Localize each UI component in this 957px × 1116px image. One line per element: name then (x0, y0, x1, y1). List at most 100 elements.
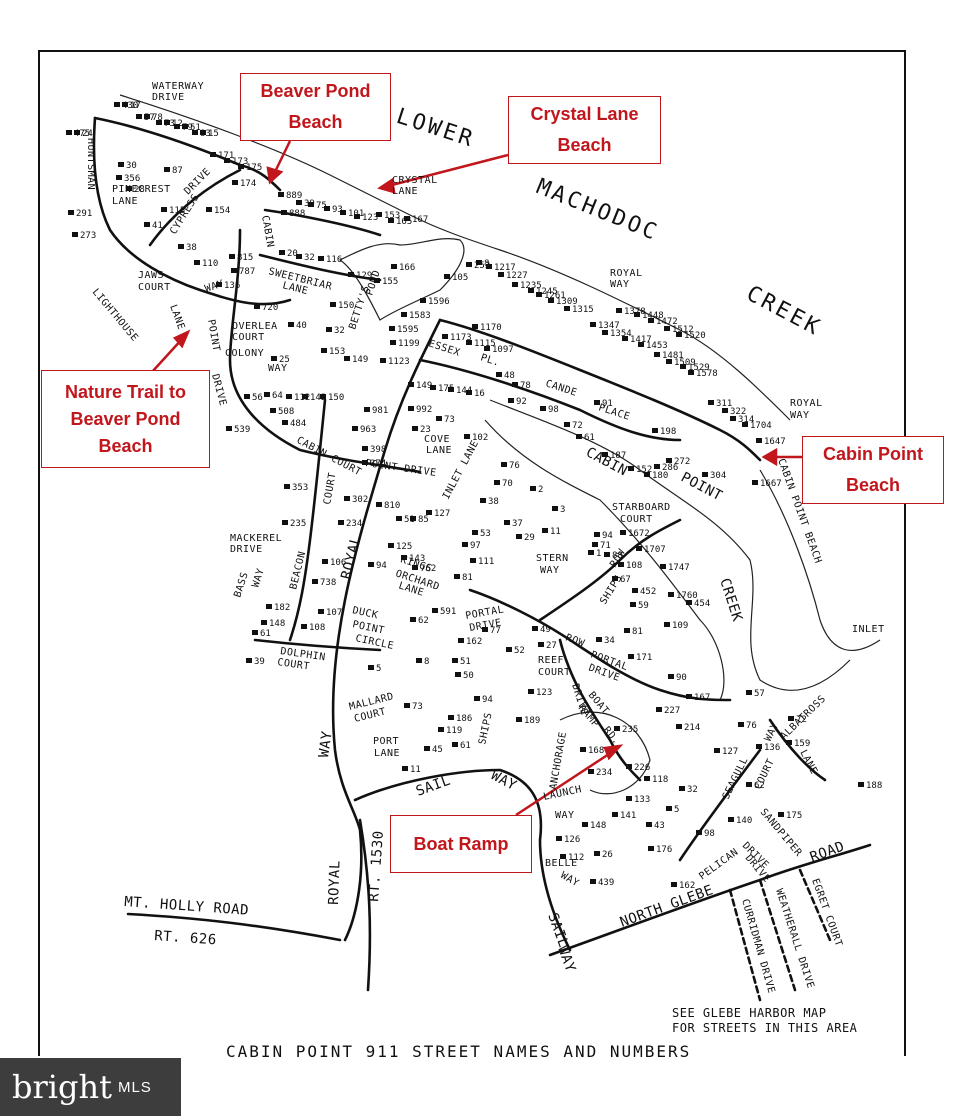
street-crystal-2: LANE (392, 186, 418, 197)
street-north-glebe: NORTH GLEBE (618, 882, 716, 931)
house-number: 591 (440, 607, 456, 617)
house-lot: 322 (722, 407, 746, 417)
house-number: 76 (746, 721, 757, 731)
house-number: 45 (432, 745, 443, 755)
house-lot: 1583 (401, 311, 431, 321)
house-lot-marker (576, 434, 582, 439)
house-lot: 34 (596, 636, 615, 646)
house-number: 61 (260, 629, 271, 639)
house-number: 180 (652, 471, 668, 481)
street-reef: REEF (538, 655, 564, 666)
house-lot: 430 (114, 101, 138, 111)
street-drive-1: DRIVE (182, 166, 213, 197)
house-lot-marker (286, 394, 292, 399)
house-lot: 142 (302, 393, 326, 403)
house-number: 20 (287, 249, 298, 259)
house-number: 97 (470, 541, 481, 551)
street-jaws: JAWS (138, 270, 164, 281)
house-number: 59 (638, 601, 649, 611)
house-lot-marker (118, 162, 124, 167)
house-lot-marker (594, 851, 600, 856)
house-number: 1595 (397, 325, 419, 335)
house-lot: 17 (122, 101, 141, 111)
house-lot-marker (638, 342, 644, 347)
house-lot: 1245 (528, 287, 558, 297)
house-number: 439 (598, 878, 614, 888)
house-lot: 72 (564, 421, 583, 431)
house-number-layer: 4304755773798330356288729127317117317517… (66, 101, 882, 891)
house-lot-marker (282, 520, 288, 525)
house-lot: 168 (580, 746, 604, 756)
house-number: 78 (152, 113, 163, 123)
house-number: 302 (352, 495, 368, 505)
house-lot-marker (652, 428, 658, 433)
street-colony: COLONY (225, 348, 264, 359)
house-lot-marker (472, 530, 478, 535)
house-lot-marker (664, 326, 670, 331)
house-number: 32 (687, 785, 698, 795)
house-lot-marker (232, 180, 238, 185)
house-lot: 136 (216, 281, 240, 291)
callout-nature-trail-line3: Beach (98, 435, 153, 456)
house-lot: 186 (448, 714, 472, 724)
house-lot-marker (738, 722, 744, 727)
house-lot-marker (634, 312, 640, 317)
house-lot-marker (318, 609, 324, 614)
house-lot: 888 (281, 209, 305, 219)
house-number: 273 (80, 231, 96, 241)
house-lot-marker (676, 724, 682, 729)
house-lot-marker (548, 298, 554, 303)
house-lot-marker (512, 382, 518, 387)
house-lot: 454 (686, 599, 710, 609)
callout-boat-ramp: Boat Ramp (390, 815, 532, 873)
callout-nature-trail-line1: Nature Trail to (64, 381, 187, 402)
dolphin-court (253, 638, 382, 652)
house-number: 17 (130, 101, 141, 111)
waterway-drive (93, 116, 282, 192)
house-lot-marker (594, 532, 600, 537)
house-lot-marker (380, 358, 386, 363)
house-number: 171 (636, 653, 652, 663)
house-lot: 61 (452, 741, 471, 751)
house-number: 149 (352, 355, 368, 365)
house-number: 1647 (764, 437, 786, 447)
house-lot-marker (582, 822, 588, 827)
house-lot: 29 (516, 533, 535, 543)
house-lot-marker (444, 274, 450, 279)
bright-mls-logo: bright MLS (0, 1058, 181, 1116)
house-lot: 72 (788, 715, 807, 725)
house-lot-marker (438, 727, 444, 732)
house-number: 1115 (474, 339, 496, 349)
house-lot: 70 (494, 479, 513, 489)
house-lot-marker (742, 422, 748, 427)
house-number: 94 (482, 695, 493, 705)
house-lot-marker (676, 332, 682, 337)
house-lot: 1115 (466, 339, 496, 349)
house-lot: 1647 (756, 437, 786, 447)
house-number: 171 (218, 151, 234, 161)
house-lot-marker (604, 552, 610, 557)
house-number: 51 (190, 123, 201, 133)
street-way-1: WAY (204, 278, 226, 295)
house-lot-marker (216, 282, 222, 287)
house-number: 110 (202, 259, 218, 269)
cabin-sweetbriar (258, 208, 382, 282)
see-note-line2: FOR STREETS IN THIS AREA (672, 1021, 858, 1035)
house-number: 356 (124, 174, 140, 184)
house-lot: 148 (261, 619, 285, 629)
house-lot: 226 (626, 763, 650, 773)
house-number: 353 (292, 483, 308, 493)
house-lot-marker (412, 426, 418, 431)
house-lot: 50 (455, 671, 474, 681)
house-lot: 149 (408, 381, 432, 391)
street-lighthouse: LIGHTHOUSE (90, 287, 140, 344)
house-number: 889 (286, 191, 302, 201)
house-lot-marker (536, 292, 542, 297)
house-lot-marker (404, 216, 410, 221)
callout-cabin-point: Cabin Point Beach (802, 436, 944, 504)
house-lot: 108 (618, 561, 642, 571)
house-lot-marker (612, 812, 618, 817)
house-lot: 720 (254, 303, 278, 313)
house-lot: 61 (252, 629, 271, 639)
house-lot-marker (436, 416, 442, 421)
